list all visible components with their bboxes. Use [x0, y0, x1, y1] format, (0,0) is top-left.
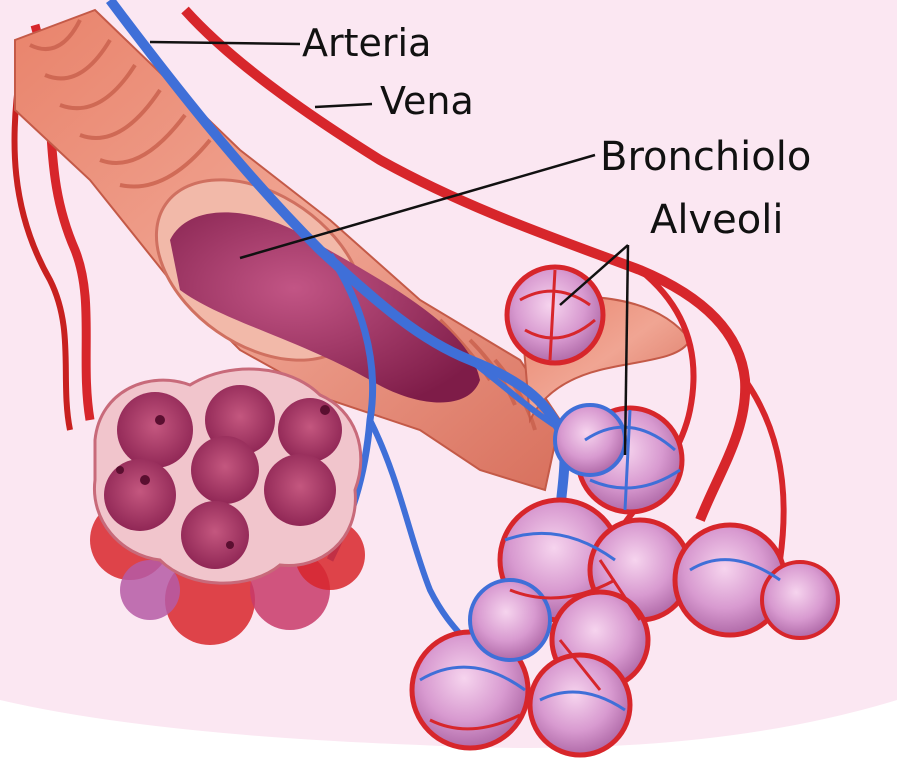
label-vena: Vena [380, 82, 474, 120]
left-alveolar-sac [90, 369, 365, 645]
label-alveoli: Alveoli [650, 200, 783, 240]
label-arteria: Arteria [302, 24, 431, 62]
label-bronchiolo: Bronchiolo [600, 137, 811, 177]
